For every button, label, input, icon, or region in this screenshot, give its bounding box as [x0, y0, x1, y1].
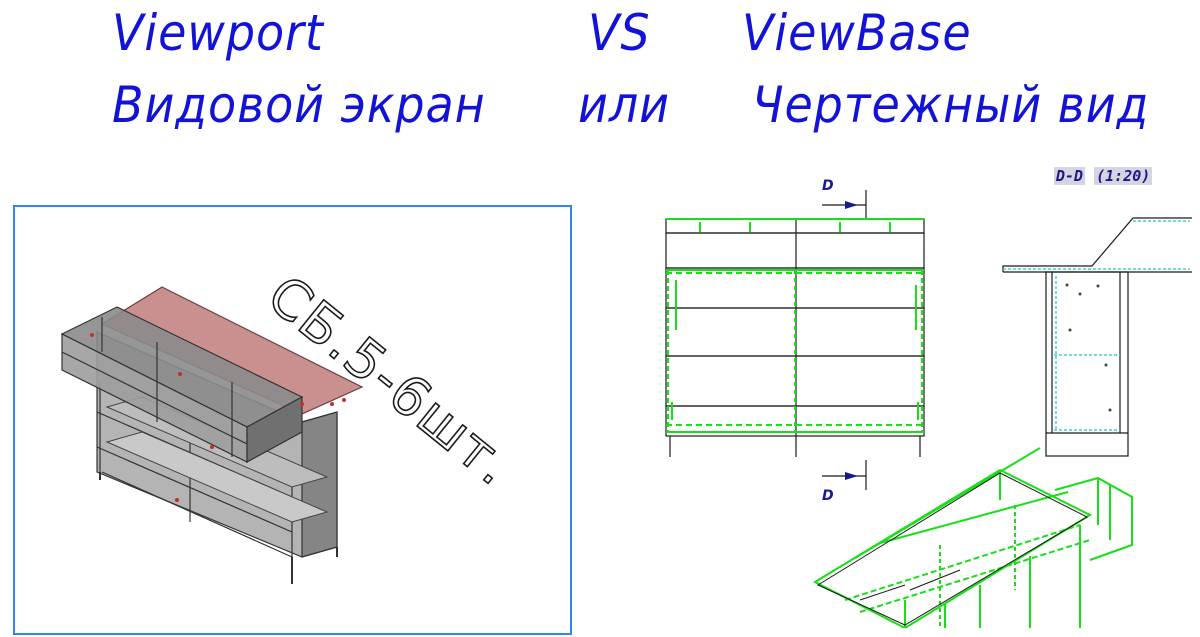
hardware-markers: [90, 333, 346, 502]
title-viewbase-ru: Чертежный вид: [752, 76, 1150, 134]
section-holes: [1065, 283, 1112, 412]
front-view: [665, 218, 925, 457]
title-viewport-ru: Видовой экран: [112, 76, 486, 134]
section-label: D-D (1:20): [1054, 167, 1153, 185]
section-label-scale: (1:20): [1094, 167, 1153, 185]
cut-mark-bottom-line: [822, 460, 867, 490]
shelf-lower: [105, 431, 329, 523]
cut-arrow-bottom: [845, 472, 858, 480]
cut-mark-top-line: [822, 190, 867, 218]
title-or-ru: или: [578, 76, 670, 134]
isometric-view: [815, 448, 1132, 628]
upper-box: [60, 306, 304, 464]
cut-mark-top-letter: D: [822, 178, 834, 194]
title-viewport: Viewport: [112, 4, 324, 62]
cut-mark-bottom-letter: D: [822, 488, 834, 504]
viewport-frame[interactable]: СБ.5-6шт.: [13, 205, 572, 635]
section-label-name: D-D: [1054, 167, 1086, 185]
section-view: [1002, 217, 1192, 457]
shaded-isometric-model: СБ.5-6шт.: [60, 262, 526, 584]
legs: [99, 472, 338, 584]
cut-arrow-top: [845, 201, 858, 209]
title-vs: VS: [588, 4, 651, 62]
title-viewbase: ViewBase: [742, 4, 972, 62]
